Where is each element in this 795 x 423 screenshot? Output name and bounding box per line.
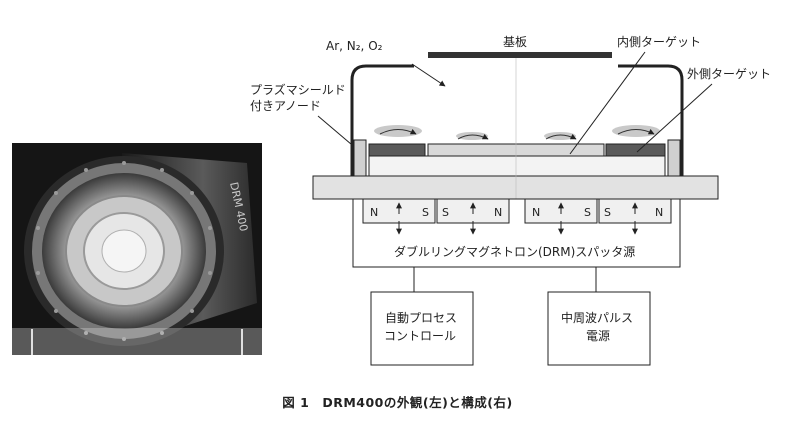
pulse-power-label-line1: 中周波パルス	[561, 310, 633, 325]
magnetic-field-arrows	[396, 202, 638, 235]
inner-target-leader	[569, 51, 646, 155]
sputter-source-label: ダブルリングマグネトロン(DRM)スパッタ源	[394, 244, 635, 259]
target-backing	[368, 155, 666, 177]
gas-arrow	[411, 63, 446, 87]
magnet-pole-s3: S	[584, 206, 591, 219]
process-control-box	[370, 291, 474, 366]
outer-target-leader	[636, 83, 713, 153]
outer-target-left	[368, 143, 426, 157]
substrate-label: 基板	[503, 35, 527, 49]
base-plate	[312, 175, 719, 200]
gas-label: Ar, N₂, O₂	[326, 39, 383, 53]
anode-shield	[350, 64, 414, 176]
magnet-pole-s2: S	[442, 206, 449, 219]
inner-target-label: 内側ターゲット	[617, 35, 701, 49]
magnet-pole-s4: S	[604, 206, 611, 219]
magnet-pole-n1: N	[370, 206, 378, 219]
drm400-photo: DRM 400	[12, 143, 262, 355]
outer-target-right	[605, 143, 666, 157]
anode-post-right	[667, 139, 681, 177]
magnet-pole-n2: N	[494, 206, 502, 219]
process-control-label-line1: 自動プロセス	[385, 311, 457, 325]
magnet-pole-s1: S	[422, 206, 429, 219]
outer-target-label: 外側ターゲット	[687, 67, 771, 81]
plasma-racetracks	[374, 125, 660, 140]
process-control-label-line2: コントロール	[384, 329, 456, 343]
magnet-pole-n3: N	[532, 206, 540, 219]
anode-label-line2: 付きアノード	[250, 99, 321, 113]
figure-caption: 図 1 DRM400の外観(左)と構成(右)	[282, 395, 513, 410]
magnet-pole-n4: N	[655, 206, 663, 219]
anode-leader	[317, 115, 359, 151]
pulse-power-label-line2: 電源	[586, 329, 610, 343]
anode-post-left	[353, 139, 367, 177]
substrate	[428, 52, 612, 58]
pulse-power-box	[547, 291, 651, 366]
anode-shield-right	[618, 64, 684, 176]
anode-label-line1: プラズマシールド	[250, 82, 346, 97]
